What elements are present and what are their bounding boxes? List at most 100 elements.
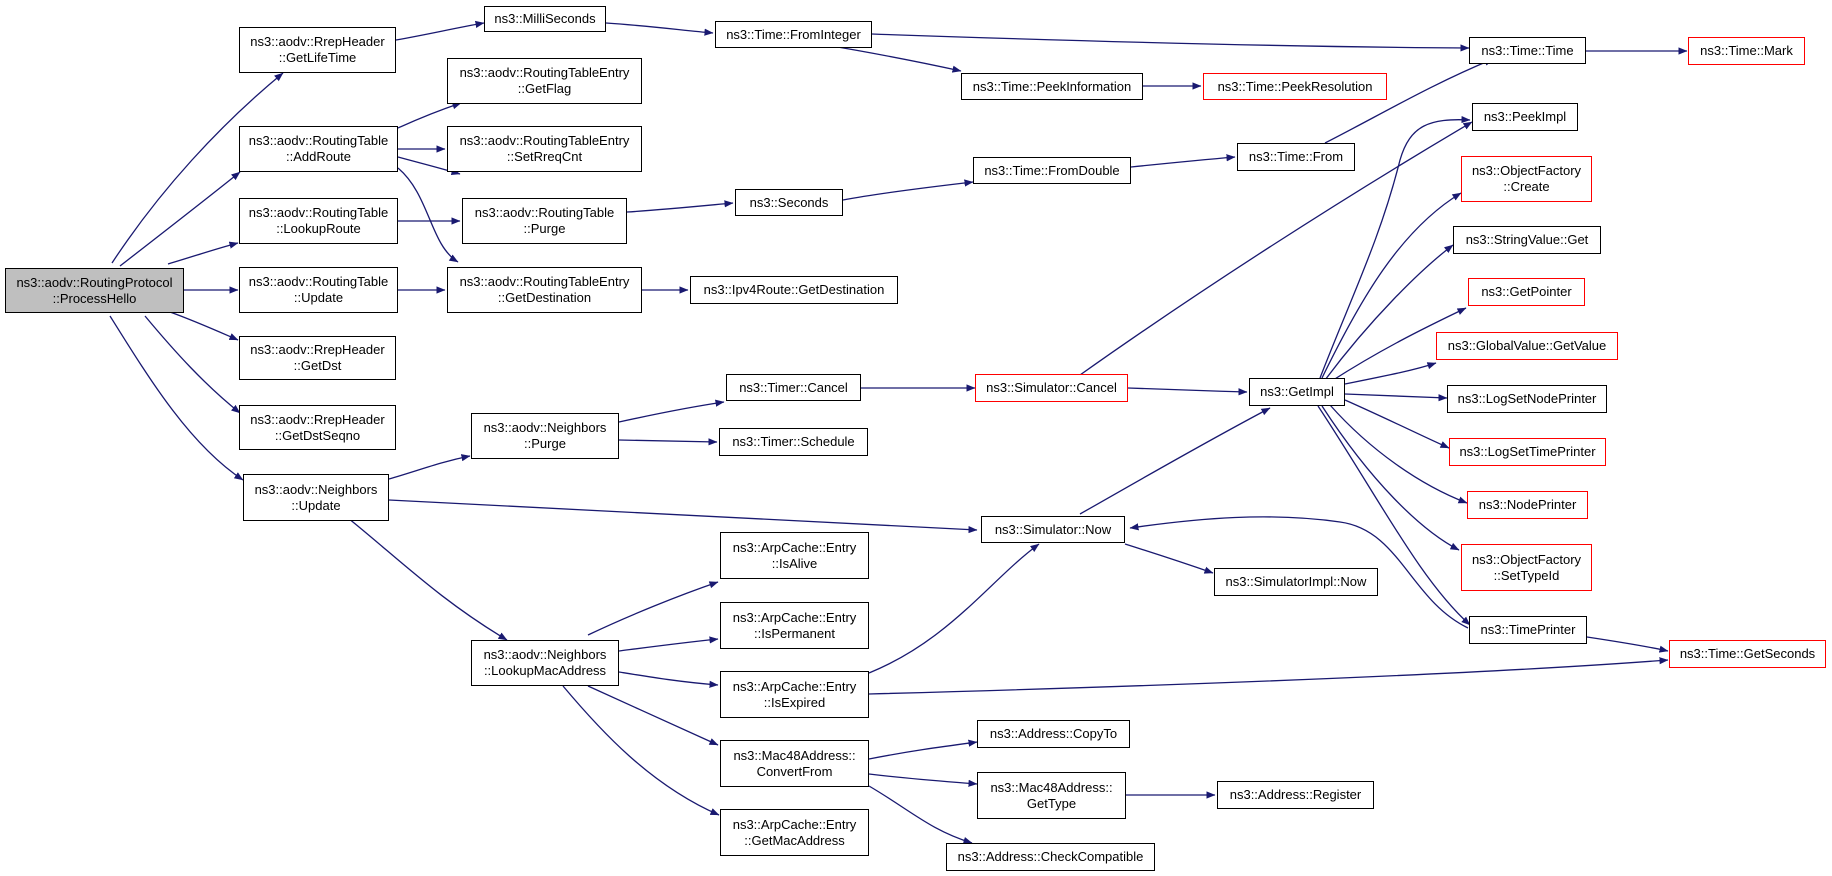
edge-addroute-purge [397, 156, 461, 175]
edge-nbpurge-timerschedule [618, 438, 718, 446]
edge-timeprinter-getseconds [1586, 636, 1669, 653]
node-label-line1: ns3::Simulator::Now [994, 521, 1112, 537]
node-address-copyto[interactable]: ns3::Address::CopyTo [977, 720, 1130, 748]
node-rrepheader-getlifetime[interactable]: ns3::aodv::RrepHeader ::GetLifeTime [239, 27, 396, 73]
node-simulator-now[interactable]: ns3::Simulator::Now [981, 516, 1125, 543]
node-time-peekinformation[interactable]: ns3::Time::PeekInformation [961, 73, 1143, 100]
node-time-fromdouble[interactable]: ns3::Time::FromDouble [973, 157, 1131, 184]
edge-nblookupmac-mac48convert [587, 685, 719, 746]
node-address-checkcompatible[interactable]: ns3::Address::CheckCompatible [946, 843, 1155, 871]
node-label-line1: ns3::aodv::RoutingTable [248, 274, 389, 289]
node-timeprinter[interactable]: ns3::TimePrinter [1469, 616, 1587, 644]
node-label-line1: ns3::MilliSeconds [494, 11, 596, 26]
edge-getimpl-getpointer [1329, 307, 1467, 383]
node-time-time[interactable]: ns3::Time::Time [1469, 37, 1586, 64]
node-rrepheader-getdstseqno[interactable]: ns3::aodv::RrepHeader ::GetDstSeqno [239, 405, 396, 450]
edge-nblookupmac-getmac [562, 685, 720, 816]
node-logsetnodeprinter[interactable]: ns3::LogSetNodePrinter [1447, 385, 1607, 413]
edge-simcancel-getimpl [1127, 387, 1248, 396]
node-label-line1: ns3::aodv::RoutingTableEntry [459, 65, 630, 80]
node-label-line1: ns3::aodv::Neighbors [254, 481, 378, 497]
node-label-line1: ns3::aodv::RrepHeader [250, 34, 385, 49]
node-label-line1: ns3::Address::Register [1229, 787, 1362, 802]
node-neighbors-update[interactable]: ns3::aodv::Neighbors ::Update [243, 474, 389, 521]
node-globalvalue-getvalue[interactable]: ns3::GlobalValue::GetValue [1436, 332, 1618, 360]
node-label-line1: ns3::LogSetNodePrinter [1457, 391, 1597, 406]
node-time-mark[interactable]: ns3::Time::Mark [1688, 37, 1805, 65]
node-stringvalue-get[interactable]: ns3::StringValue::Get [1453, 226, 1601, 254]
node-arpcache-entry-isalive[interactable]: ns3::ArpCache::Entry ::IsAlive [720, 532, 869, 579]
node-rrepheader-getdst[interactable]: ns3::aodv::RrepHeader ::GetDst [239, 336, 396, 380]
node-objectfactory-create[interactable]: ns3::ObjectFactory ::Create [1461, 156, 1592, 202]
node-seconds[interactable]: ns3::Seconds [735, 189, 843, 216]
node-time-getseconds[interactable]: ns3::Time::GetSeconds [1669, 640, 1826, 668]
edge-nbupdate-nbpurge [388, 454, 471, 480]
node-routingtable-addroute[interactable]: ns3::aodv::RoutingTable ::AddRoute [239, 126, 398, 172]
node-timer-schedule[interactable]: ns3::Timer::Schedule [719, 428, 868, 456]
node-label-line2: GetType [1026, 795, 1077, 811]
node-time-frominteger[interactable]: ns3::Time::FromInteger [715, 21, 872, 48]
node-arpcache-entry-ispermanent[interactable]: ns3::ArpCache::Entry ::IsPermanent [720, 602, 869, 649]
node-label-line2: ::LookupMacAddress [483, 663, 607, 678]
node-label-line1: ns3::aodv::RoutingTable [474, 205, 615, 220]
node-mac48address-gettype[interactable]: ns3::Mac48Address:: GetType [977, 772, 1126, 819]
edge-processhello-getdst [169, 311, 239, 341]
node-time-from[interactable]: ns3::Time::From [1237, 143, 1355, 171]
node-label-line2: ::SetTypeId [1493, 567, 1560, 583]
node-label-line1: ns3::Timer::Schedule [732, 434, 855, 449]
node-mac48address-convertfrom[interactable]: ns3::Mac48Address:: ConvertFrom [720, 740, 869, 787]
edge-nbpurge-timercancel [618, 399, 725, 423]
node-label-line1: ns3::Time::FromDouble [984, 162, 1120, 178]
node-label-line1: ns3::aodv::RoutingProtocol [16, 274, 173, 290]
node-timer-cancel[interactable]: ns3::Timer::Cancel [726, 374, 861, 401]
node-label-line1: ns3::aodv::RrepHeader [250, 411, 385, 427]
edge-getimpl-ofcreate [1321, 192, 1462, 379]
node-nodeprinter[interactable]: ns3::NodePrinter [1467, 491, 1588, 519]
edge-getimpl-timeprinter [1317, 405, 1471, 626]
node-arpcache-entry-getmacaddress[interactable]: ns3::ArpCache::Entry ::GetMacAddress [720, 809, 869, 856]
edge-getimpl-stringvalue [1324, 244, 1454, 381]
edge-from-timetime [1324, 58, 1494, 144]
node-label-line2: ::IsPermanent [754, 625, 835, 641]
node-objectfactory-settypeid[interactable]: ns3::ObjectFactory ::SetTypeId [1461, 544, 1592, 591]
node-label-line1: ns3::Time::From [1248, 149, 1344, 164]
edge-mac48convert-copyto [868, 739, 978, 760]
edge-addroute-getdestination [397, 167, 459, 263]
edge-getlifetime-milliseconds [395, 20, 485, 41]
node-label-line1: ns3::aodv::Neighbors [483, 647, 607, 662]
node-label-line1: ns3::ArpCache::Entry [732, 678, 857, 694]
node-neighbors-purge[interactable]: ns3::aodv::Neighbors ::Purge [471, 413, 619, 459]
node-rtentry-getdestination[interactable]: ns3::aodv::RoutingTableEntry ::GetDestin… [447, 267, 642, 313]
node-rtentry-setrreqcnt[interactable]: ns3::aodv::RoutingTableEntry ::SetRreqCn… [447, 126, 642, 172]
node-milliseconds[interactable]: ns3::MilliSeconds [484, 6, 606, 32]
node-label-line2: ::SetRreqCnt [506, 149, 583, 164]
node-routingtable-purge[interactable]: ns3::aodv::RoutingTable ::Purge [462, 198, 627, 244]
edge-nbupdate-nblookupmac [347, 517, 508, 641]
node-label-line1: ns3::aodv::RoutingTableEntry [459, 274, 630, 289]
node-label-line2: ::IsExpired [763, 694, 826, 710]
node-address-register[interactable]: ns3::Address::Register [1217, 781, 1374, 809]
node-arpcache-entry-isexpired[interactable]: ns3::ArpCache::Entry ::IsExpired [720, 671, 869, 718]
node-label-line2: ::GetDestination [497, 290, 592, 305]
node-getimpl[interactable]: ns3::GetImpl [1249, 378, 1345, 406]
node-routingtable-update[interactable]: ns3::aodv::RoutingTable ::Update [239, 267, 398, 313]
node-simulator-cancel[interactable]: ns3::Simulator::Cancel [975, 374, 1128, 402]
node-ipv4route-getdestination[interactable]: ns3::Ipv4Route::GetDestination [690, 276, 898, 304]
node-label-line2: ::IsAlive [771, 555, 818, 571]
node-simulatorimpl-now[interactable]: ns3::SimulatorImpl::Now [1214, 568, 1378, 596]
edge-processhello-getdstseqno [144, 315, 241, 414]
node-routingtable-lookuproute[interactable]: ns3::aodv::RoutingTable ::LookupRoute [239, 198, 398, 244]
edge-frominteger-peekinfo [819, 43, 962, 73]
node-rtentry-getflag[interactable]: ns3::aodv::RoutingTableEntry ::GetFlag [447, 58, 642, 104]
node-neighbors-lookupmacaddress[interactable]: ns3::aodv::Neighbors ::LookupMacAddress [471, 640, 619, 686]
node-label-line1: ns3::Ipv4Route::GetDestination [703, 282, 885, 297]
edge-getimpl-logsettimeprinter [1344, 399, 1450, 449]
node-peekimpl[interactable]: ns3::PeekImpl [1472, 103, 1578, 131]
edge-getimpl-gvgetvalue [1344, 362, 1437, 385]
node-getpointer[interactable]: ns3::GetPointer [1468, 278, 1585, 306]
node-label-line1: ns3::Simulator::Cancel [986, 380, 1117, 395]
node-time-peekresolution[interactable]: ns3::Time::PeekResolution [1203, 73, 1387, 100]
node-label-line1: ns3::aodv::RoutingTable [248, 205, 389, 220]
node-logsettimeprinter[interactable]: ns3::LogSetTimePrinter [1449, 438, 1606, 466]
